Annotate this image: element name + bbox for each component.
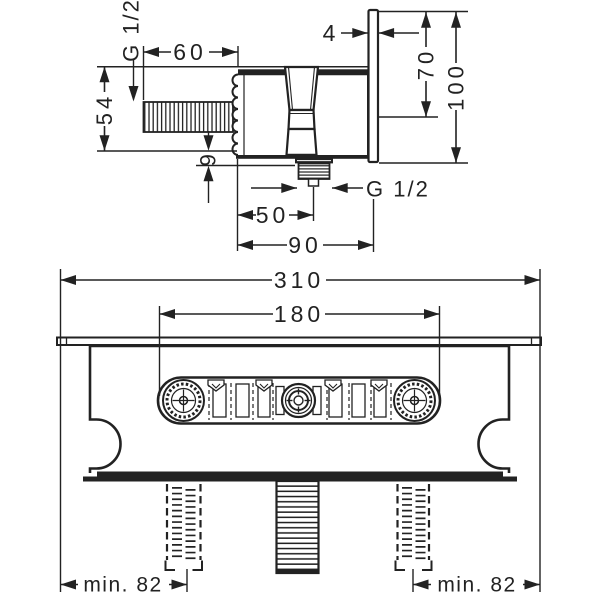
- dim-310: 310: [60, 267, 540, 293]
- dim-50: 50: [237, 202, 313, 228]
- dim-180: 180: [159, 301, 440, 327]
- function-slot: [156, 376, 442, 425]
- thread-outlet-label: G 1/2: [366, 177, 430, 202]
- right-wall-notch: [477, 346, 511, 473]
- dim-min82-left: min. 82: [60, 574, 187, 597]
- bottom-bar: [97, 471, 503, 482]
- front-view: 310 180 min. 82 min. 82: [56, 267, 542, 597]
- center-spindle: [275, 382, 322, 419]
- left-slats: [208, 383, 274, 420]
- dim-9: 9: [196, 131, 221, 203]
- dim-min82-left-label: min. 82: [83, 574, 162, 597]
- right-screw: [393, 379, 436, 422]
- left-wall-notch: [88, 346, 122, 473]
- body-thread-edge: [231, 73, 239, 156]
- supply-pipe: [142, 101, 234, 133]
- dim-60: 60: [143, 39, 238, 65]
- dim-4-label: 4: [323, 20, 340, 46]
- extension-lines-front: [59, 269, 541, 592]
- left-screw: [162, 379, 205, 422]
- chevron-markers: [207, 379, 388, 392]
- dim-thread-outlet: G 1/2: [251, 177, 430, 202]
- dim-thread-top: G 1/2: [119, 0, 144, 102]
- dim-310-label: 310: [274, 267, 324, 293]
- dim-54: 54: [92, 66, 117, 151]
- dim-min82-right-label: min. 82: [437, 574, 516, 597]
- dim-90-label: 90: [288, 232, 322, 258]
- side-view: G 1/2 60 54 9: [92, 0, 469, 258]
- thread-top-label: G 1/2: [119, 0, 144, 62]
- dim-54-label: 54: [92, 93, 117, 125]
- dim-100: 100: [444, 12, 469, 163]
- dim-50-label: 50: [256, 202, 290, 228]
- dim-100-label: 100: [444, 62, 469, 111]
- dim-min82-right: min. 82: [413, 574, 540, 597]
- flange: [56, 336, 542, 346]
- dim-4: 4: [323, 20, 419, 46]
- dim-9-label: 9: [196, 150, 221, 166]
- dim-70: 70: [414, 12, 439, 117]
- left-concealed-pipe: [164, 484, 203, 571]
- right-concealed-pipe: [394, 484, 433, 571]
- wall-plate: [367, 8, 380, 164]
- dim-90: 90: [237, 232, 374, 258]
- dim-180-label: 180: [274, 301, 324, 327]
- center-threaded-pipe: [275, 479, 320, 575]
- extension-lines-side: [97, 10, 468, 252]
- dim-60-label: 60: [173, 39, 207, 65]
- handle-lever: [283, 65, 320, 156]
- outlet: [295, 157, 333, 187]
- dim-70-label: 70: [414, 48, 439, 80]
- right-slats: [326, 383, 392, 420]
- outlet-thread: [297, 162, 331, 180]
